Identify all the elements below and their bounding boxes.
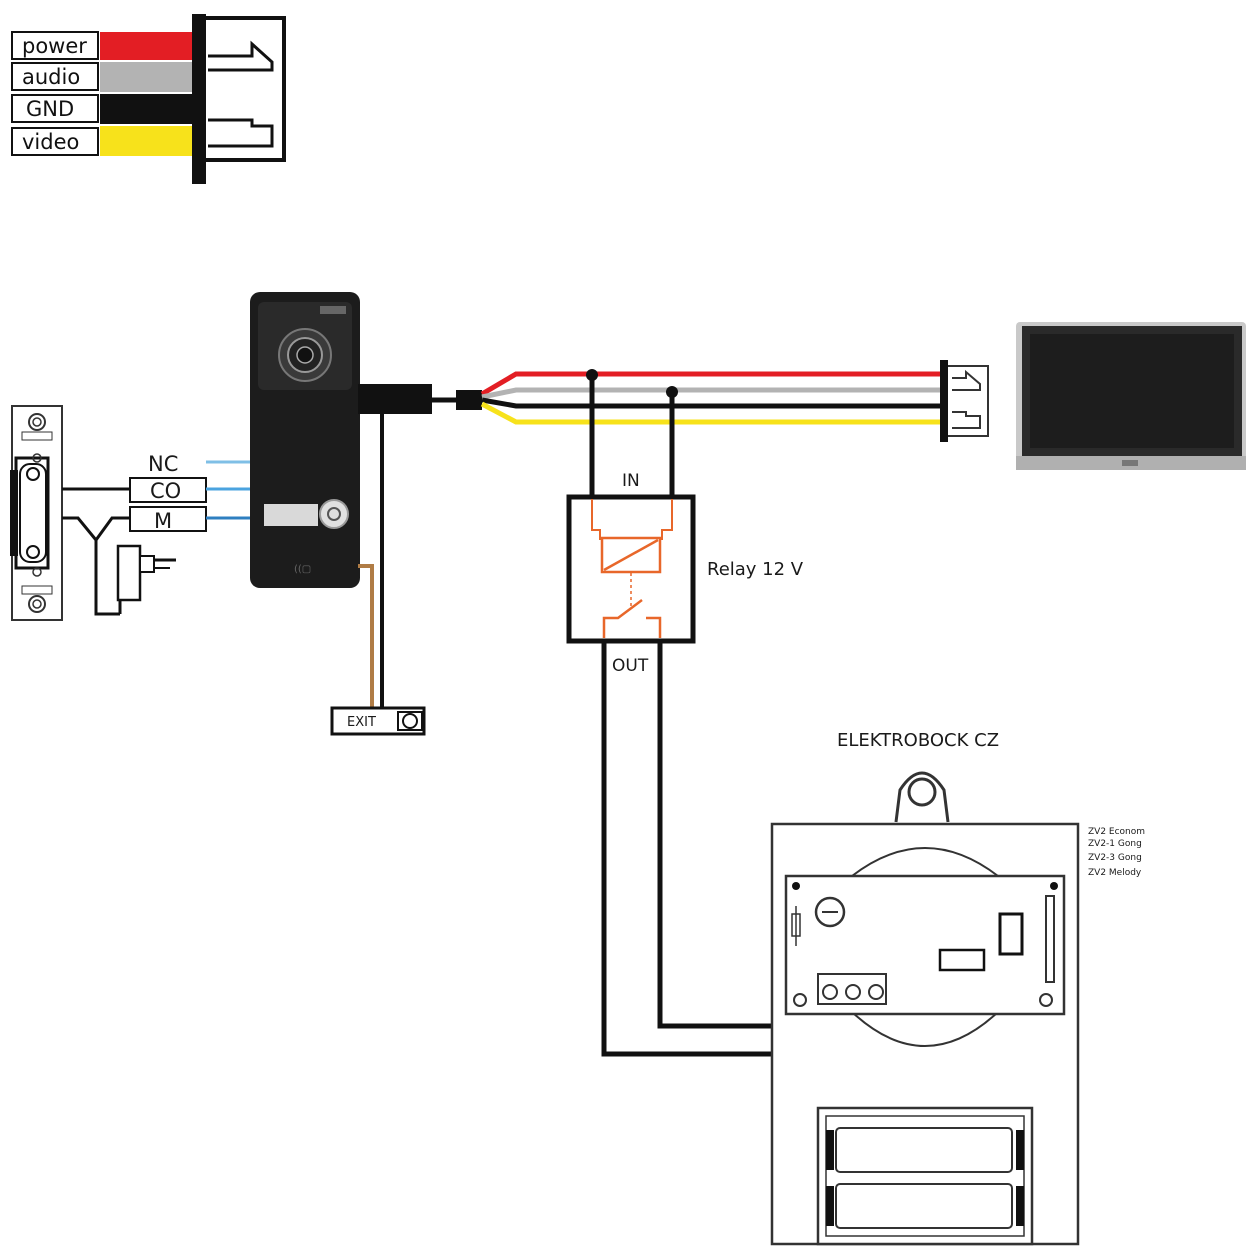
wire-color-legend: power audio GND video — [11, 14, 286, 184]
chime-model-1: ZV2 Econom — [1088, 827, 1145, 837]
rfid-icon: ((▢ — [294, 564, 311, 575]
exit-button-label: EXIT — [347, 715, 376, 730]
legend-label-video: video — [22, 130, 79, 154]
lock-label-m: M — [154, 509, 172, 533]
legend-swatch-power — [100, 32, 192, 60]
name-tag-plate — [264, 504, 318, 526]
outdoor-door-panel: ((▢ — [250, 292, 360, 588]
relay-12v: IN OUT Relay 12 V — [566, 375, 804, 676]
wire-gnd — [481, 397, 944, 409]
relay-name: Relay 12 V — [707, 559, 804, 580]
monitor-connector — [940, 360, 989, 442]
panel-cable — [358, 384, 482, 414]
legend-swatch-video — [100, 126, 192, 156]
relay-in-label: IN — [622, 471, 640, 491]
relay-out-label: OUT — [612, 656, 649, 676]
legend-swatch-gnd — [100, 94, 192, 124]
chime-model-2: ZV2-1 Gong — [1088, 839, 1142, 849]
wire-power — [480, 371, 944, 397]
lock-label-nc: NC — [148, 452, 178, 476]
indoor-monitor — [1016, 322, 1246, 470]
wire-video — [480, 401, 944, 425]
chime-brand: ELEKTROBOCK CZ — [837, 730, 999, 751]
legend-swatch-audio — [100, 62, 192, 92]
battery-2 — [835, 1183, 1013, 1229]
panel-logo — [320, 306, 346, 314]
battery-1 — [835, 1127, 1013, 1173]
exit-wiring — [358, 414, 384, 710]
legend-label-power: power — [22, 34, 87, 58]
wire-audio — [481, 387, 944, 400]
exit-button: EXIT — [330, 706, 426, 736]
chime-model-3: ZV2-3 Gong — [1088, 853, 1142, 863]
call-button — [319, 499, 349, 529]
lock-label-co: CO — [150, 479, 181, 503]
lock-wiring: NC CO M — [62, 452, 252, 616]
electric-strike-lock — [10, 405, 63, 621]
legend-connector-bar — [192, 14, 206, 184]
monitor-screen — [1030, 334, 1234, 448]
legend-label-audio: audio — [22, 65, 80, 89]
relay-contact — [602, 599, 643, 638]
power-adapter — [116, 544, 142, 602]
door-chime: ELEKTROBOCK CZ ZV2 Econom ZV2-1 Gong ZV2… — [770, 730, 1145, 1246]
chime-model-4: ZV2 Melody — [1088, 868, 1142, 878]
four-wire-bus — [480, 369, 944, 425]
legend-label-gnd: GND — [26, 97, 74, 121]
